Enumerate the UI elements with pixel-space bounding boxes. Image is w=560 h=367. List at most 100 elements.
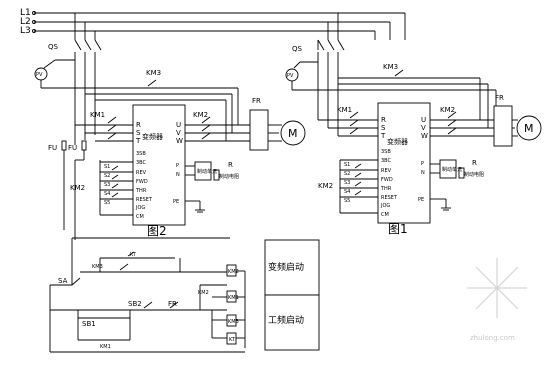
term-n-fig1: N <box>421 170 425 176</box>
qs-label-fig1: QS <box>292 45 303 53</box>
inverter-label-fig2: 变频器 <box>142 132 163 141</box>
output-u-fig1: U <box>421 116 426 124</box>
term-p-fig2: P <box>176 163 179 169</box>
switch-s1-fig2: S1 <box>104 164 110 170</box>
km1-label-fig1: KM1 <box>337 106 352 114</box>
switch-s5-fig2: S5 <box>104 200 110 206</box>
km3-ctrl-label: KM3 <box>92 264 103 270</box>
inverter-box-fig1 <box>377 102 431 224</box>
ctrl-term-3bc-fig1: 3BC <box>381 158 392 164</box>
km2-ctrl-label-fig1: KM2 <box>318 182 333 190</box>
ctrl-term-cm-fig2: CM <box>136 214 144 220</box>
brake-unit-text-fig1: 制动单元 <box>442 166 462 173</box>
ctrl-term-reset-fig2: RESET <box>136 197 153 203</box>
resistor-r-fig1: R <box>472 159 477 167</box>
qs-label-fig2: QS <box>48 43 59 51</box>
label-l1: L1 <box>20 8 31 18</box>
fr-label-fig2: FR <box>252 97 261 105</box>
inverter-label-fig1: 变频器 <box>387 137 408 146</box>
mode-label-line: 工频启动 <box>268 314 304 326</box>
fr-label-fig1: FR <box>495 94 504 102</box>
label-l3: L3 <box>20 26 31 36</box>
sa-label: SA <box>58 277 68 285</box>
ctrl-term-jog-fig1: JOG <box>380 203 390 209</box>
ctrl-term-jog-fig2: JOG <box>135 205 145 211</box>
input-s-fig1: S <box>381 124 386 132</box>
output-w-fig1: W <box>421 132 428 140</box>
motor-label-fig1: M <box>524 122 534 135</box>
ctrl-term-reset-fig1: RESET <box>381 195 398 201</box>
motor-fig2 <box>280 120 306 146</box>
km1-label-fig2: KM1 <box>90 111 105 119</box>
ctrl-term-3bc-fig2: 3BC <box>136 160 147 166</box>
label-l2: L2 <box>20 17 31 27</box>
resistor-r-fig2: R <box>228 161 233 169</box>
inverter-box-fig2 <box>132 104 186 226</box>
input-r-fig2: R <box>136 121 141 129</box>
term-p-fig1: P <box>421 161 424 167</box>
fu-label-left-fig2: FU <box>48 144 57 152</box>
km2-ctrl-contact-label: KM2 <box>198 290 209 296</box>
switch-s4-fig2: S4 <box>104 191 110 197</box>
km2-ctrl-label-fig2: KM2 <box>70 184 85 192</box>
km2-label-fig1: KM2 <box>440 106 455 114</box>
brake-unit-text-fig2: 制动单元 <box>197 168 217 175</box>
term-pe-fig2: PE <box>173 199 179 205</box>
caption-fig2: 图2 <box>147 224 167 238</box>
output-v-fig1: V <box>421 124 426 132</box>
switch-s1-fig1: S1 <box>344 162 350 168</box>
switch-s2-fig1: S2 <box>344 171 350 177</box>
watermark-logo <box>467 258 527 318</box>
motor-fig1 <box>516 115 542 141</box>
switch-s5-fig1: S5 <box>344 198 350 204</box>
km2-label-fig2: KM2 <box>193 111 208 119</box>
input-t-fig2: T <box>135 137 141 145</box>
kt-ctrl-label: KT <box>130 252 137 258</box>
ctrl-term-rev-fig2: REV <box>136 170 147 176</box>
coil-kt: KT <box>229 337 236 343</box>
ctrl-term-3sb-fig1: 3SB <box>381 149 391 155</box>
thermal-relay-fig2 <box>249 109 269 151</box>
motor-label-fig2: M <box>288 127 298 140</box>
input-s-fig2: S <box>136 129 141 137</box>
term-n-fig2: N <box>176 172 180 178</box>
ctrl-term-thr-fig1: THR <box>380 186 392 192</box>
brake-unit-fig1 <box>439 159 457 179</box>
mode-label-vf: 变频启动 <box>268 261 304 273</box>
coil-km3: KM3 <box>228 319 239 325</box>
brake-resistor-text-fig2: 制动电阻 <box>219 173 239 180</box>
ctrl-term-cm-fig1: CM <box>381 212 389 218</box>
thermal-relay-fig1 <box>493 105 513 147</box>
coil-km1: KM1 <box>228 295 239 301</box>
km3-label-fig1: KM3 <box>383 63 398 71</box>
coil-km2: KM2 <box>228 269 239 275</box>
ctrl-term-fwd-fig2: FWD <box>136 179 148 185</box>
km3-label-fig2: KM3 <box>146 69 161 77</box>
switch-s4-fig1: S4 <box>344 189 350 195</box>
brake-resistor-text-fig1: 制动电阻 <box>464 171 484 178</box>
output-u-fig2: U <box>176 121 181 129</box>
ctrl-term-fwd-fig1: FWD <box>381 177 393 183</box>
input-r-fig1: R <box>381 116 386 124</box>
term-pe-fig1: PE <box>418 197 424 203</box>
output-w-fig2: W <box>176 137 183 145</box>
ctrl-term-3sb-fig2: 3SB <box>136 151 146 157</box>
fu-label-right-fig2: FU <box>68 144 77 152</box>
sb1-label: SB1 <box>82 320 96 328</box>
input-t-fig1: T <box>380 132 386 140</box>
caption-fig1: 图1 <box>388 222 408 236</box>
switch-s3-fig1: S3 <box>344 180 350 186</box>
mode-box-vf <box>264 239 320 296</box>
fr-ctrl-label: FR <box>168 300 177 308</box>
ctrl-term-thr-fig2: THR <box>135 188 147 194</box>
watermark-text: zhulong.com <box>470 334 515 342</box>
mode-box-line <box>264 294 320 351</box>
pv-label-fig2: PV <box>36 72 43 78</box>
switch-s2-fig2: S2 <box>104 173 110 179</box>
km1-ctrl-label: KM1 <box>100 344 111 350</box>
pv-label-fig1: PV <box>287 73 294 79</box>
output-v-fig2: V <box>176 129 181 137</box>
sb2-label: SB2 <box>128 300 142 308</box>
